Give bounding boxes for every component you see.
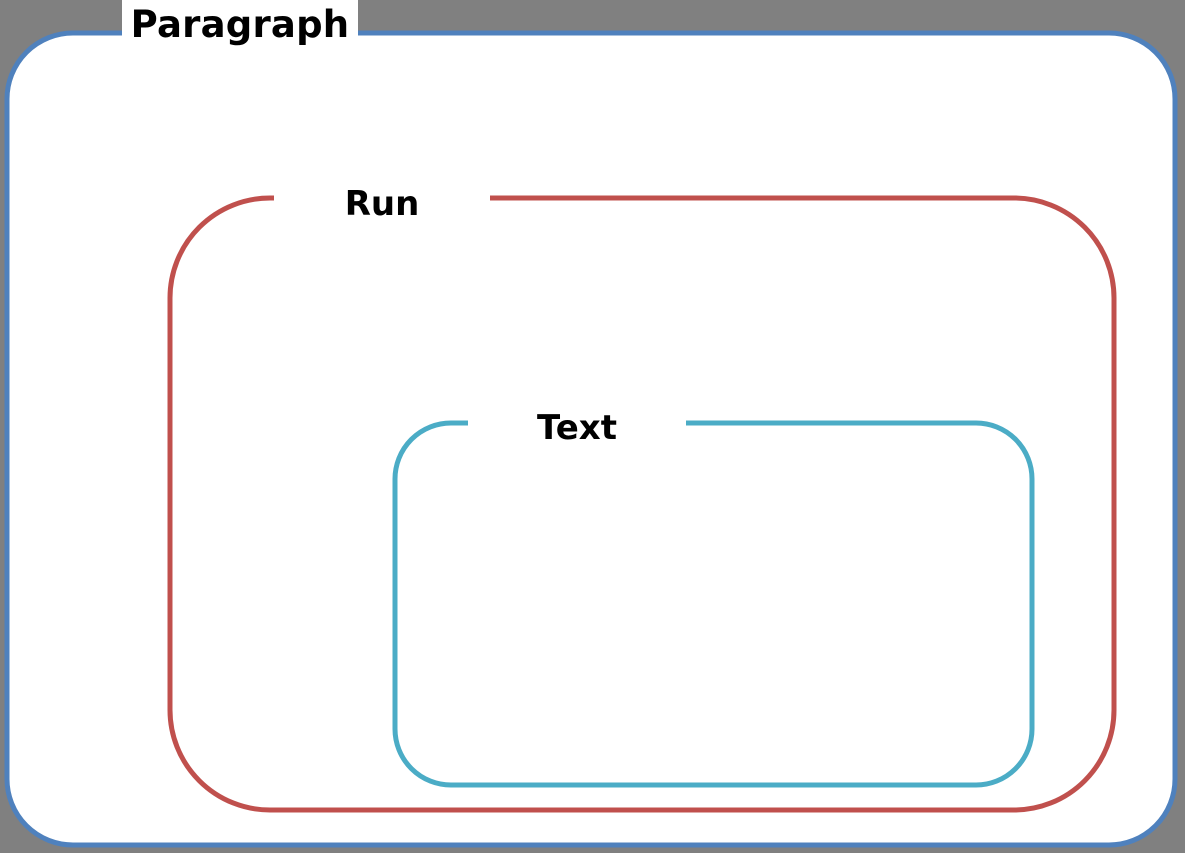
- run-label: Run: [274, 182, 490, 226]
- paragraph-label: Paragraph: [122, 0, 358, 50]
- run-container-shape[interactable]: [167, 195, 1117, 813]
- text-label: Text: [468, 406, 686, 450]
- text-container-shape[interactable]: [392, 420, 1035, 788]
